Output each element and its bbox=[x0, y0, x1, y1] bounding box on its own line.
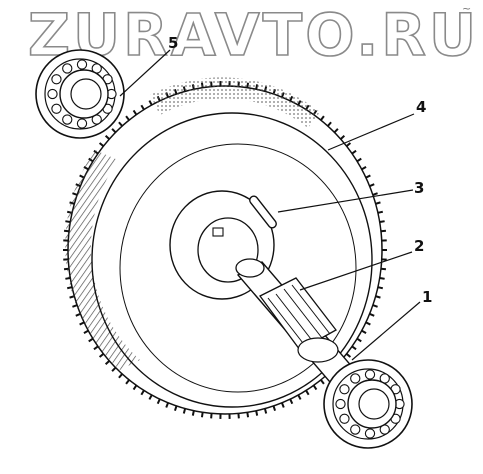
callout-2: 2 bbox=[414, 237, 424, 255]
bearing-ball bbox=[63, 64, 72, 73]
bearing-ball bbox=[77, 60, 86, 69]
bearing-ball bbox=[351, 374, 360, 383]
bearing-ball bbox=[77, 119, 86, 128]
callout-1: 1 bbox=[422, 288, 432, 306]
keyway bbox=[213, 228, 223, 236]
bearing-ball bbox=[351, 425, 360, 434]
bearing-ball bbox=[48, 89, 57, 98]
bearing-ball bbox=[63, 115, 72, 124]
callout-3: 3 bbox=[414, 179, 424, 197]
callout-5: 5 bbox=[168, 34, 178, 52]
bearing-ball bbox=[336, 399, 345, 408]
leader-4 bbox=[328, 114, 414, 150]
corner-mark: ~ bbox=[462, 2, 471, 15]
bearing-ball bbox=[365, 429, 374, 438]
bearing-ball bbox=[340, 385, 349, 394]
bearing-upper bbox=[36, 50, 124, 138]
callout-4: 4 bbox=[416, 98, 426, 116]
bearing-ball bbox=[340, 414, 349, 423]
bearing-ball bbox=[52, 75, 61, 84]
bearing-ball bbox=[365, 370, 374, 379]
bearing-ball bbox=[52, 104, 61, 113]
bearing-lower bbox=[324, 360, 412, 448]
